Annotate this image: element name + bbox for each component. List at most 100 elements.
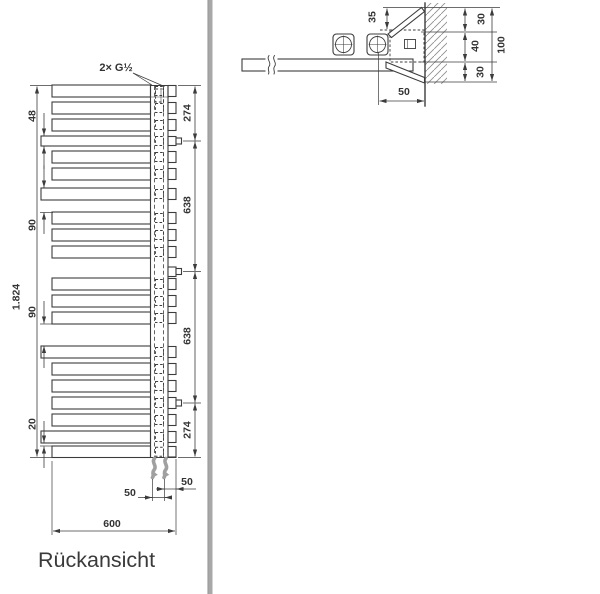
panel — [51, 311, 152, 325]
bracket-screw — [404, 39, 416, 49]
panel-tube-side — [241, 58, 414, 72]
dim-right-upper-mid: 638 — [182, 196, 194, 214]
hidden-joint — [155, 213, 164, 223]
break-symbol-icon — [265, 54, 278, 75]
panel-stub — [167, 135, 177, 147]
side-view: 35 30 40 30 100 50 — [241, 2, 508, 107]
dimension-lines — [34, 86, 198, 534]
panel-stub — [167, 362, 177, 376]
panel — [51, 150, 152, 164]
hidden-joint — [155, 169, 164, 179]
hidden-joint — [155, 189, 164, 199]
collector-column — [149, 84, 183, 459]
flow-arrow-icon — [162, 456, 170, 480]
extension-lines — [30, 85, 201, 535]
bracket-end-stub — [175, 399, 183, 407]
panel-stub — [167, 211, 177, 225]
hidden-joint — [155, 279, 164, 289]
dim-bracket-top: 35 — [367, 11, 379, 23]
panel-stub — [167, 294, 177, 308]
panel-stub — [167, 228, 177, 242]
panel-stub — [167, 445, 177, 458]
dim-connection-edge-offset: 50 — [181, 476, 193, 488]
hidden-joint — [155, 120, 164, 130]
hidden-joint — [155, 296, 164, 306]
long-panel — [40, 430, 152, 444]
panel — [51, 277, 152, 291]
panel — [51, 84, 152, 98]
dim-wall-top: 30 — [476, 13, 488, 25]
dim-total-height: 1.824 — [11, 284, 23, 310]
panel-rows — [40, 84, 177, 459]
hidden-joint — [155, 313, 164, 323]
hidden-joint — [155, 230, 164, 240]
panel — [51, 413, 152, 427]
dimension-labels: 1.824 48 90 90 20 274 638 638 274 50 50 … — [11, 104, 194, 530]
flow-arrows — [150, 456, 170, 480]
dim-wall-total: 100 — [496, 36, 508, 54]
view-divider — [207, 0, 213, 594]
connection-note-label: 2× G½ — [99, 62, 132, 74]
middle-connection-stub — [167, 266, 177, 278]
long-panel — [40, 187, 152, 201]
panel-stub — [167, 150, 177, 164]
collector-tube-section — [366, 33, 389, 56]
hidden-joint — [155, 398, 164, 408]
flow-arrow-icon — [150, 456, 158, 480]
panel-stub — [167, 245, 177, 259]
panel — [51, 118, 152, 132]
side-dimension-lines — [379, 8, 495, 104]
panel-stub — [167, 84, 177, 98]
panel — [51, 379, 152, 393]
hidden-joint — [155, 136, 164, 146]
panel-stub — [167, 101, 177, 115]
dim-wall-bottom: 30 — [475, 66, 487, 78]
bracket-arm-upper — [387, 6, 426, 39]
panel — [51, 101, 152, 115]
dim-wall-mid: 40 — [470, 40, 482, 52]
side-extension-lines — [378, 7, 500, 105]
hidden-joint — [155, 152, 164, 162]
dim-wall-depth: 50 — [398, 86, 410, 98]
hidden-joint — [155, 364, 164, 374]
hidden-joint — [155, 415, 164, 425]
panel — [51, 396, 152, 410]
hidden-bracket-body — [389, 29, 425, 63]
panel-stub — [167, 187, 177, 201]
dim-right-bottom: 274 — [182, 421, 194, 439]
panel-stub — [167, 167, 177, 181]
panel-stub — [167, 396, 177, 410]
panel — [51, 211, 152, 225]
panel-stub — [167, 430, 177, 444]
vent-plug-icon — [150, 88, 169, 103]
long-panel — [40, 135, 152, 147]
hidden-joint — [155, 446, 164, 457]
panel-stub — [167, 345, 177, 359]
dim-bottom-gap: 20 — [27, 418, 39, 430]
panel — [51, 228, 152, 242]
hidden-joint — [155, 432, 164, 442]
dim-connection-spacing: 50 — [124, 487, 136, 499]
panel — [51, 167, 152, 181]
hidden-joint — [155, 103, 164, 113]
hidden-joint — [155, 247, 164, 257]
panel — [51, 362, 152, 376]
dim-right-lower-mid: 638 — [182, 327, 194, 345]
long-panel — [40, 345, 152, 359]
panel-stub — [167, 118, 177, 132]
panel-stub — [167, 277, 177, 291]
panel — [51, 445, 152, 459]
panel — [51, 245, 152, 259]
collector-tube-section — [332, 33, 355, 56]
connection-leader-lines — [132, 72, 165, 87]
dim-right-top: 274 — [182, 104, 194, 122]
dim-panel-height: 48 — [27, 110, 39, 122]
hidden-joint — [155, 381, 164, 391]
panel-stub — [167, 413, 177, 427]
panel-stub — [167, 379, 177, 393]
panel — [51, 294, 152, 308]
view-title: Rückansicht — [38, 548, 155, 572]
dim-gap-upper: 90 — [27, 219, 39, 231]
